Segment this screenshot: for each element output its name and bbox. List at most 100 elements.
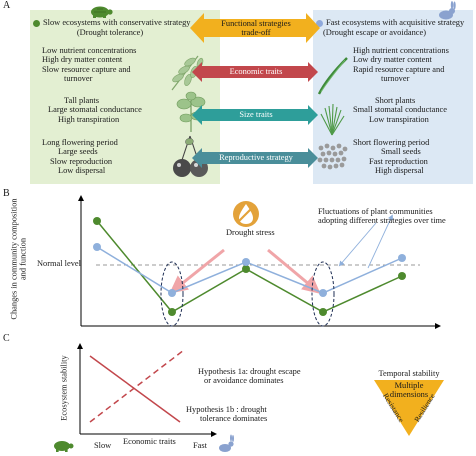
narrow-leaf-illustration <box>317 57 348 95</box>
drought-icon <box>233 201 259 227</box>
reproductive-strategy-arrow <box>192 148 318 168</box>
small-seeds-illustration <box>317 143 348 170</box>
fluct-arrow-2 <box>367 214 393 269</box>
slow-trait: Low nutrient concentrations <box>42 46 137 55</box>
hypothesis-1a-line <box>89 349 185 423</box>
fast-title-row: Fast ecosystems with acquisitive strateg… <box>316 18 473 27</box>
size-traits-arrow <box>192 105 318 125</box>
slow-trait: Slow resource capture and <box>42 64 131 74</box>
turtle-small-icon <box>54 441 74 452</box>
fast-point <box>168 289 176 297</box>
drought-arrow-right <box>267 248 321 294</box>
fast-trait: Small stomatal conductance <box>353 105 447 115</box>
triangle-mid-label: Multiple dimensions <box>385 381 433 400</box>
fluct-arrow-1 <box>338 222 377 267</box>
tradeoff-label-line2: trade-off <box>241 28 271 38</box>
slow-point <box>93 217 101 225</box>
fast-trait: Small seeds <box>381 147 421 157</box>
triangle-mid-line1: Multiple <box>394 381 424 390</box>
slow-trait: Tall plants <box>64 96 99 105</box>
fast-trait: Fast reproduction <box>369 156 428 166</box>
hypothesis-1b-line1: Hypothesis 1b : drought <box>186 405 267 414</box>
hypothesis-1b-line2: tolerance dominates <box>200 414 268 424</box>
slow-economic-traits: Low nutrient concentrations High dry mat… <box>42 46 162 84</box>
tradeoff-label-line1: Functional strategies <box>221 19 291 28</box>
hypothesis-1a-line2: or avoidance dominates <box>204 376 284 386</box>
hypothesis-1b-line <box>89 355 181 423</box>
hypothesis-1b-label: Hypothesis 1b : drought tolerance domina… <box>186 405 316 424</box>
slow-size-traits: Tall plants Large stomatal conductance H… <box>48 96 168 124</box>
fluctuations-label: Fluctuations of plant communities adopti… <box>318 207 473 226</box>
slow-trait: Long flowering period <box>42 138 118 147</box>
fast-point <box>319 289 327 297</box>
slow-ecosystem-box: Slow ecosystems with conservative strate… <box>30 10 220 184</box>
slow-reproductive-traits: Long flowering period Large seeds Slow r… <box>42 138 162 176</box>
drought-response-ellipse-2 <box>311 261 335 327</box>
fast-point <box>242 258 250 266</box>
slow-trait: Slow reproduction <box>50 156 113 166</box>
normal-level-label: Normal level <box>37 259 81 268</box>
panel-b-diagram <box>78 195 441 329</box>
fast-size-traits: Short plants Small stomatal conductance … <box>353 96 473 124</box>
fast-trait: High dispersal <box>375 166 424 176</box>
turtle-icon <box>91 6 113 18</box>
panel-b-letter: B <box>3 188 10 199</box>
slow-trait: Low dispersal <box>58 166 106 176</box>
slow-trait: Large seeds <box>58 147 98 157</box>
fast-point <box>93 243 101 251</box>
reproductive-strategy-label: Reproductive strategy <box>219 153 293 162</box>
economic-traits-arrow <box>192 62 318 82</box>
slow-point <box>242 265 250 273</box>
fast-trait: High nutrient concentrations <box>353 46 449 55</box>
slow-title-row: Slow ecosystems with conservative strate… <box>33 18 219 27</box>
slow-point <box>168 308 176 316</box>
panel-c-letter: C <box>3 333 10 344</box>
drought-stress-label: Drought stress <box>226 228 275 237</box>
hypothesis-1a-line1: Hypothesis 1a: drought escape <box>198 367 301 376</box>
size-traits-label: Size traits <box>239 110 273 119</box>
economic-traits-axis-label: Economic traits <box>123 437 176 446</box>
fast-reproductive-traits: Short flowering period Small seeds Fast … <box>353 138 473 176</box>
hypothesis-1a-label: Hypothesis 1a: drought escape or avoidan… <box>198 367 348 386</box>
fast-trait: turnover <box>381 74 410 84</box>
fluctuations-line2: adopting different strategies over time <box>318 216 446 226</box>
slow-subtitle: (Drought tolerance) <box>76 28 144 37</box>
economic-traits-label: Economic traits <box>229 67 283 76</box>
fast-subtitle: (Drought escape or avoidance) <box>323 28 427 37</box>
trait-arrows <box>190 13 320 168</box>
slow-axis-label: Slow <box>94 441 112 450</box>
fast-title: Fast ecosystems with acquisitive strateg… <box>326 18 465 27</box>
fast-economic-traits: High nutrient concentrations Low dry mat… <box>353 46 473 84</box>
rabbit-small-icon <box>219 434 234 452</box>
slow-trait: turnover <box>64 74 93 84</box>
panel-a-letter: A <box>3 0 11 11</box>
slow-trait: High transpiration <box>58 114 120 124</box>
fast-trait: Rapid resource capture and <box>353 64 445 74</box>
fast-trait: Short flowering period <box>353 138 430 147</box>
stability-triangle <box>374 380 444 436</box>
drought-response-ellipse-1 <box>160 261 184 327</box>
fast-dot-icon <box>316 19 323 27</box>
tradeoff-arrow <box>190 13 320 43</box>
triangle-top-label: Temporal stability <box>378 369 440 378</box>
tall-plant-illustration <box>176 91 206 132</box>
drought-arrow-left <box>169 248 225 294</box>
fast-trait: Low transpiration <box>369 114 429 124</box>
short-grass-illustration <box>320 103 345 136</box>
fast-ecosystem-box: Fast ecosystems with acquisitive strateg… <box>313 10 473 184</box>
fast-point <box>398 254 406 262</box>
slow-trait: High dry matter content <box>42 55 123 65</box>
tradeoff-label: Functional strategies trade-off <box>207 19 305 38</box>
fast-trait: Short plants <box>375 96 416 105</box>
panel-c-diagram <box>54 343 444 452</box>
slow-dot-icon <box>33 19 40 27</box>
rabbit-icon <box>439 1 456 20</box>
fast-axis-label: Fast <box>193 441 207 450</box>
triangle-mid-line2: dimensions <box>389 390 429 400</box>
slow-point <box>398 272 406 280</box>
slow-point <box>319 308 327 316</box>
slow-title: Slow ecosystems with conservative strate… <box>43 18 191 27</box>
fast-trait: Low dry matter content <box>353 55 432 65</box>
fluctuations-line1: Fluctuations of plant communities <box>318 207 433 216</box>
slow-trait: Large stomatal conductance <box>48 105 142 115</box>
